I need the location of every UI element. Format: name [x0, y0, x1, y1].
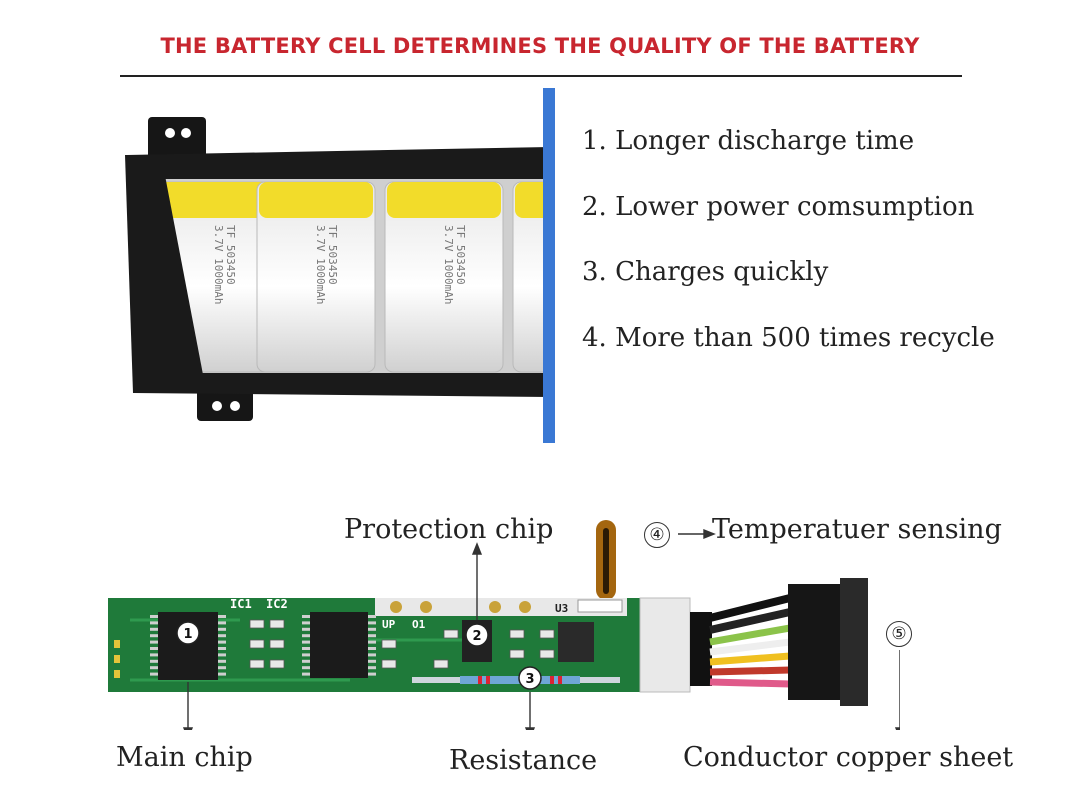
smd-component: [509, 629, 525, 639]
marker-2: 2: [472, 629, 481, 644]
wire-harness: [690, 594, 791, 688]
smd-component: [509, 649, 525, 659]
cell-label-model: TF 503450: [224, 225, 237, 285]
callout-resistance: Resistance: [449, 745, 598, 776]
main-chip: [150, 612, 376, 680]
cell-label-spec: 3.7V 1000mAh: [212, 225, 225, 304]
silk-ic1: IC1: [230, 597, 252, 611]
smd-component: [539, 629, 555, 639]
smd-component: [269, 639, 285, 649]
callout-temperature-sensing: Temperatuer sensing: [712, 514, 1002, 545]
feature-item-1: 1. Longer discharge time: [582, 126, 915, 156]
protection-board-illustration: 1 2 3 IC1 IC2 UP O1 U3: [108, 520, 900, 730]
callout-copper-sheet: Conductor copper sheet: [683, 742, 1014, 773]
title-divider: [120, 75, 962, 77]
feature-item-2: 2. Lower power comsumption: [582, 192, 975, 222]
connector-plug: [788, 578, 868, 706]
cell-label-model: TF 503450: [454, 225, 467, 285]
feature-item-4: 4. More than 500 times recycle: [582, 323, 995, 353]
smd-component: [249, 619, 265, 629]
callout-temperature-number: ④: [644, 522, 670, 548]
smd-component: [433, 659, 449, 669]
silk-ic2: IC2: [266, 597, 288, 611]
blue-connector-strip: [543, 88, 555, 443]
marker-1: 1: [183, 627, 192, 642]
feature-item-3: 3. Charges quickly: [582, 257, 829, 287]
marker-3: 3: [525, 672, 534, 687]
mosfet-chip: [558, 622, 594, 662]
callout-protection-chip: Protection chip: [344, 514, 554, 545]
page-title: THE BATTERY CELL DETERMINES THE QUALITY …: [160, 34, 920, 58]
silk-o1: O1: [412, 618, 426, 631]
silk-u3: U3: [555, 602, 568, 615]
cell-label-spec: 3.7V 1000mAh: [442, 225, 455, 304]
mounting-tab-top: [148, 117, 206, 159]
callout-copper-number: ⑤: [886, 621, 912, 647]
smd-component: [443, 629, 459, 639]
smd-component: [381, 639, 397, 649]
smd-component: [269, 619, 285, 629]
cell-label-spec: 3.7V 1000mAh: [314, 225, 327, 304]
cell-label-model: TF 503450: [326, 225, 339, 285]
smd-component: [539, 649, 555, 659]
resistance-wire: [412, 666, 620, 690]
smd-component: [249, 639, 265, 649]
callout-main-chip: Main chip: [116, 742, 253, 773]
silk-up: UP: [382, 618, 396, 631]
smd-component: [249, 659, 265, 669]
secondary-chip: [310, 612, 368, 678]
protection-chip: [462, 620, 492, 662]
smd-component: [269, 659, 285, 669]
smd-component: [381, 659, 397, 669]
temperature-sensor: [596, 520, 616, 600]
